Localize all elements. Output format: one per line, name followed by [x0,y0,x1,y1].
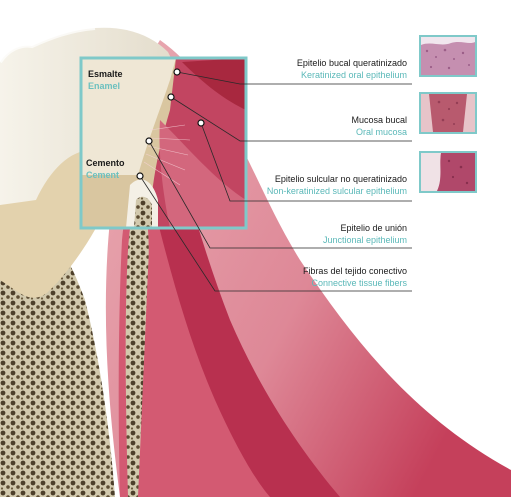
cement-label-es: Cemento [86,158,125,168]
label-junctional-epithelium: Epitelio de unión Junctional epithelium [323,222,407,246]
label-en: Connective tissue fibers [311,278,407,288]
label-en: Oral mucosa [355,127,407,137]
inset-frame [79,56,248,230]
label-non-keratinized-sulcular-epithelium: Epitelio sulcular no queratinizado Non-k… [267,173,407,197]
label-es: Fibras del tejido conectivo [302,266,407,276]
label-en: Junctional epithelium [322,235,407,245]
label-en: Keratinized oral epithelium [300,70,407,80]
marker-points [136,68,205,180]
leader-lines [139,71,412,292]
label-es: Epitelio bucal queratinizado [296,58,407,68]
label-es: Mucosa bucal [351,115,407,125]
label-oral-mucosa: Mucosa bucal Oral mucosa [351,114,407,138]
enamel-label-es: Esmalte [88,69,123,79]
label-es: Epitelio sulcular no queratinizado [274,174,407,184]
label-connective-tissue-fibers: Fibras del tejido conectivo Connective t… [303,265,407,289]
cement-label: Cemento Cement [86,157,125,181]
histology-non-keratinized-sulcular-epithelium [419,151,477,193]
label-es: Epitelio de unión [340,223,407,233]
enamel-label-en: Enamel [88,81,121,91]
enamel-label: Esmalte Enamel [88,68,123,92]
magnified-inset [81,58,246,228]
label-keratinized-oral-epithelium: Epitelio bucal queratinizado Keratinized… [297,57,407,81]
alveolar-bone-inner [125,190,149,497]
histology-keratinized-oral-epithelium [419,35,477,77]
label-en: Non-keratinized sulcular epithelium [266,186,407,196]
cement-label-en: Cement [86,170,120,180]
histology-oral-mucosa [419,92,477,134]
connective-tissue-region [118,150,270,497]
